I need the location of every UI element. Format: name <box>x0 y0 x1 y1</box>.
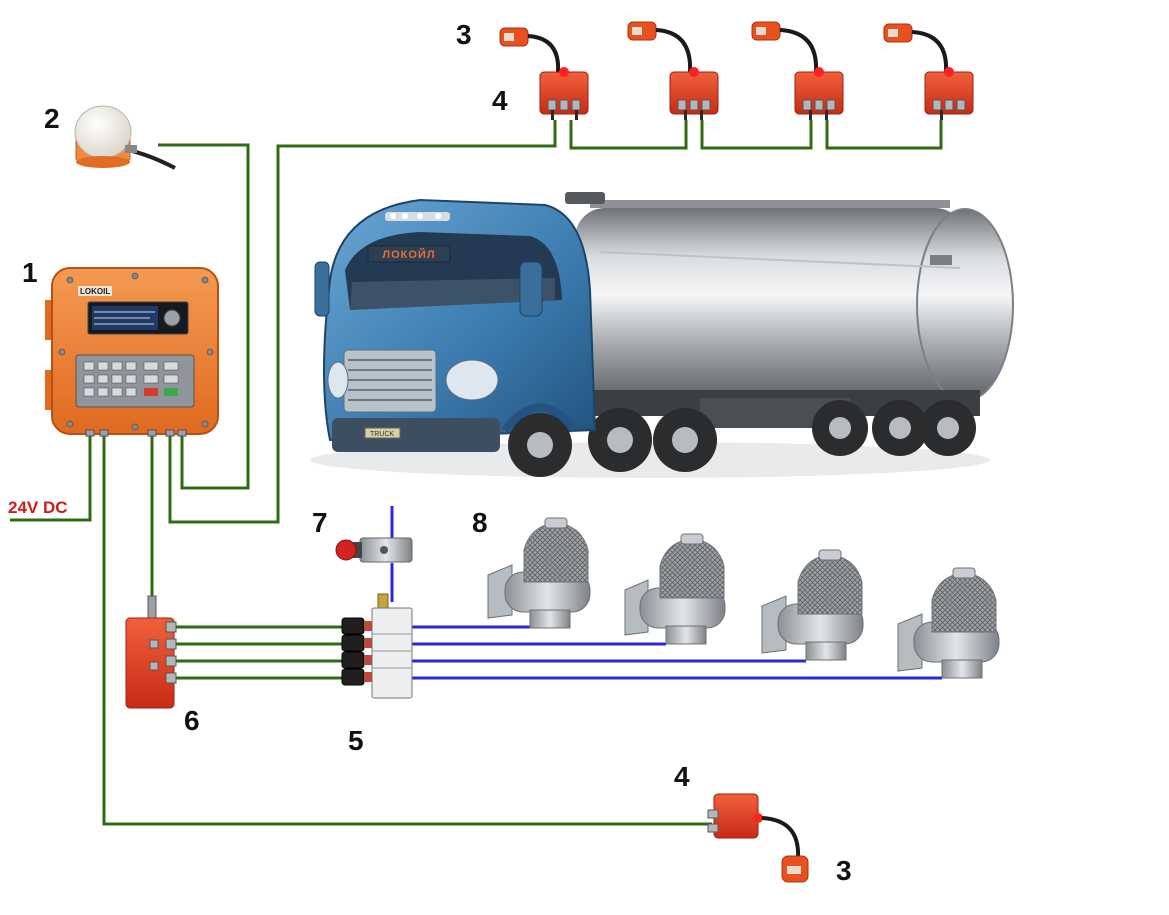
label-control-unit: 1 <box>22 257 38 288</box>
bottom-valve-3 <box>761 549 864 661</box>
wire-sensor-bus-4 <box>825 120 943 150</box>
signal-distributor <box>125 595 177 709</box>
sensor-4 <box>883 23 949 73</box>
junction-box-1 <box>539 67 589 120</box>
label-emergency-valve: 7 <box>312 507 328 538</box>
wire-bottom-junction <box>102 432 712 826</box>
top-sensor-group <box>499 21 974 120</box>
wire-sensor-bus <box>168 120 557 524</box>
junction-box-3 <box>794 67 844 120</box>
number-labels: 1 2 3 4 7 8 6 5 4 3 24V DC <box>8 19 852 886</box>
signal-wires <box>10 120 943 826</box>
label-sensor-bottom: 3 <box>836 855 852 886</box>
truck-plate: TRUCK <box>370 431 394 438</box>
junction-box-bottom <box>707 793 763 839</box>
control-unit: LOKOIL <box>45 267 219 437</box>
bottom-valve-1 <box>487 517 591 629</box>
label-sensor-top: 3 <box>456 19 472 50</box>
sensor-1 <box>499 27 561 73</box>
truck-brand: ЛОКОЙЛ <box>382 248 435 261</box>
label-junction-top: 4 <box>492 85 508 116</box>
wire-sensor-bus-3 <box>700 120 813 150</box>
sensor-2 <box>627 21 693 73</box>
junction-box-4 <box>924 67 974 120</box>
label-distributor: 6 <box>184 705 200 736</box>
label-bottom-valves: 8 <box>472 507 488 538</box>
wire-sensor-bus-2 <box>569 120 688 150</box>
bottom-sensor-group <box>707 793 809 883</box>
emergency-stop-valve <box>335 537 413 563</box>
gps-antenna <box>74 105 176 170</box>
solenoid-valve-block <box>341 593 413 699</box>
fuel-tanker-truck: ЛОКОЙЛ TRUCK <box>310 192 1014 478</box>
tank-body <box>575 208 965 400</box>
sensor-3 <box>751 21 819 73</box>
bottom-valve-2 <box>624 533 726 645</box>
air-lines <box>390 506 942 680</box>
junction-box-2 <box>669 67 719 120</box>
label-valve-block: 5 <box>348 725 364 756</box>
label-antenna: 2 <box>44 103 60 134</box>
power-label: 24V DC <box>8 498 68 517</box>
bottom-valves <box>487 517 1000 679</box>
controller-logo: LOKOIL <box>80 287 110 296</box>
label-junction-bottom: 4 <box>674 761 690 792</box>
sensor-bottom <box>781 855 809 883</box>
wire-power <box>10 432 92 522</box>
bottom-valve-4 <box>897 567 1000 679</box>
wire-antenna <box>158 143 250 490</box>
